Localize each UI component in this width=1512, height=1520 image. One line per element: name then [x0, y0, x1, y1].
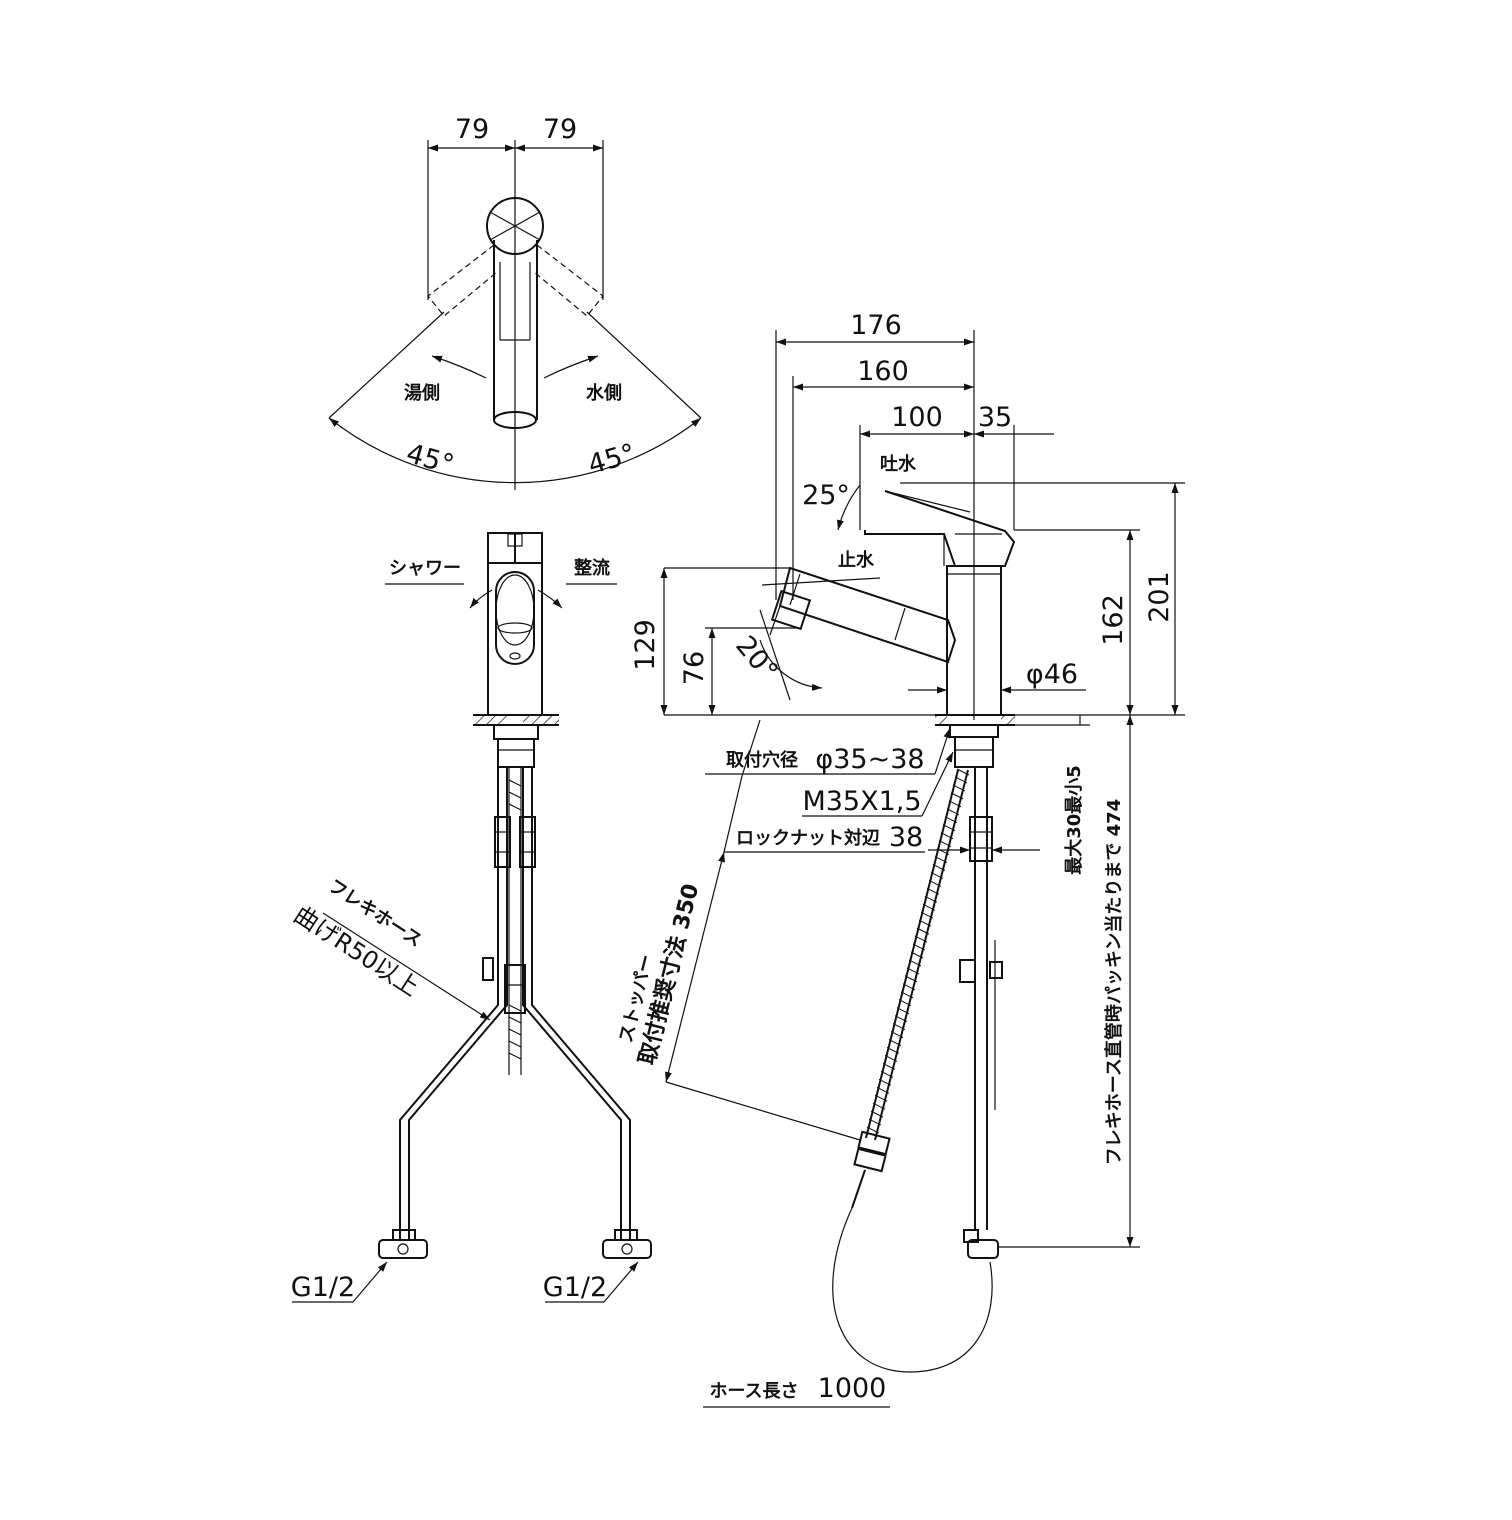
hose-coil-mark	[886, 1047, 900, 1054]
hose-coil-mark	[880, 1070, 894, 1078]
hose-coil-mark	[936, 848, 950, 856]
hose-coil-mark	[902, 983, 916, 991]
hose-coil-mark	[948, 800, 962, 808]
hose-coil-mark	[928, 879, 942, 887]
hose-coil-mark	[904, 975, 918, 983]
top-dim-left: 79	[455, 114, 489, 145]
hose-coil-mark	[932, 864, 946, 871]
hose-coil-mark	[896, 1007, 910, 1015]
hose-coil-mark	[926, 887, 940, 895]
hose-coil-mark	[906, 967, 920, 975]
hose-coil-mark	[956, 768, 970, 776]
top-view: 79 79 湯側 水側 45° 45°	[328, 114, 702, 490]
thread-right-label: G1/2	[543, 1272, 607, 1303]
spout-water-label: 吐水	[880, 453, 917, 475]
hose-coil-mark	[866, 1126, 880, 1134]
locknut-label: ロックナット対辺	[736, 827, 880, 849]
hose-coil-mark	[910, 951, 924, 959]
hose-coil-mark	[892, 1023, 906, 1031]
hose-coil-mark	[898, 999, 912, 1007]
hose-coil-mark	[874, 1094, 888, 1102]
dim-160: 160	[857, 356, 909, 387]
front-view: シャワー 整流	[289, 532, 652, 1303]
hose-length-value: 1000	[818, 1373, 887, 1404]
hose-note-line2: 曲げR50以上	[289, 901, 424, 1002]
angle-25-label: 25°	[802, 480, 850, 511]
hose-coil-mark	[924, 895, 938, 903]
hose-coil-mark	[918, 919, 932, 927]
hose-coil-mark	[890, 1031, 904, 1039]
hose-coil-mark	[954, 776, 968, 784]
hose-coil-mark	[934, 856, 948, 863]
hose-coil-mark	[884, 1054, 898, 1062]
dim-176: 176	[850, 310, 902, 341]
locknut-value: 38	[889, 822, 923, 853]
hose-coil-mark	[888, 1039, 902, 1046]
dim-201: 201	[1144, 571, 1175, 623]
hose-coil-mark	[942, 824, 956, 832]
hose-coil-mark	[894, 1015, 908, 1023]
hose-coil-mark	[938, 840, 952, 848]
hose-coil-mark	[916, 927, 930, 935]
hose-coil-mark	[912, 943, 926, 951]
dim-100: 100	[891, 402, 943, 433]
hose-coil-mark	[878, 1078, 892, 1086]
hose-coil-mark	[872, 1102, 886, 1110]
hose-coil-mark	[914, 935, 928, 943]
hose-coil-mark	[900, 991, 914, 999]
cold-side-label: 水側	[586, 382, 622, 404]
thread-left-label: G1/2	[291, 1272, 355, 1303]
hose-coil-mark	[882, 1062, 896, 1070]
thickness-range-label: 最大30最小5	[1063, 765, 1085, 875]
hose-coil-mark	[940, 832, 954, 840]
hose-coil-mark	[920, 911, 934, 919]
dim-129: 129	[630, 619, 661, 671]
hot-side-label: 湯側	[404, 382, 440, 404]
hose-coil-mark	[950, 792, 964, 800]
top-dim-right: 79	[543, 114, 577, 145]
hose-coil-mark	[868, 1118, 882, 1126]
hose-to-packing-label: フレキホース直管時パッキン当たりまで 474	[1103, 799, 1125, 1165]
hose-coil-mark	[946, 808, 960, 816]
mount-hole-value: φ35~38	[815, 744, 924, 775]
thread-m35-label: M35X1,5	[802, 786, 921, 817]
hose-length-label: ホース長さ	[709, 1381, 798, 1402]
hose-coil-mark	[930, 871, 944, 879]
hose-coil-mark	[908, 959, 922, 967]
hose-coil-mark	[944, 816, 958, 824]
hose-coil-mark	[952, 784, 966, 792]
hose-coil-mark	[870, 1110, 884, 1118]
rectify-label: 整流	[573, 557, 610, 579]
dim-76: 76	[679, 651, 710, 685]
hose-coil-mark	[922, 903, 936, 911]
hose-coil-marks	[866, 768, 970, 1134]
dim-phi46: φ46	[1026, 659, 1078, 690]
angle-right-label: 45°	[585, 438, 640, 481]
dim-35: 35	[978, 402, 1012, 433]
shower-label: シャワー	[389, 558, 461, 579]
hose-coil-mark	[876, 1086, 890, 1094]
stop-water-label: 止水	[838, 549, 875, 571]
side-view: 176 160 100 35 吐水 25° 止水 20° 129 76	[616, 310, 1185, 1408]
mount-hole-label: 取付穴径	[726, 749, 798, 771]
dim-162: 162	[1098, 594, 1129, 646]
angle-left-label: 45°	[403, 438, 458, 481]
